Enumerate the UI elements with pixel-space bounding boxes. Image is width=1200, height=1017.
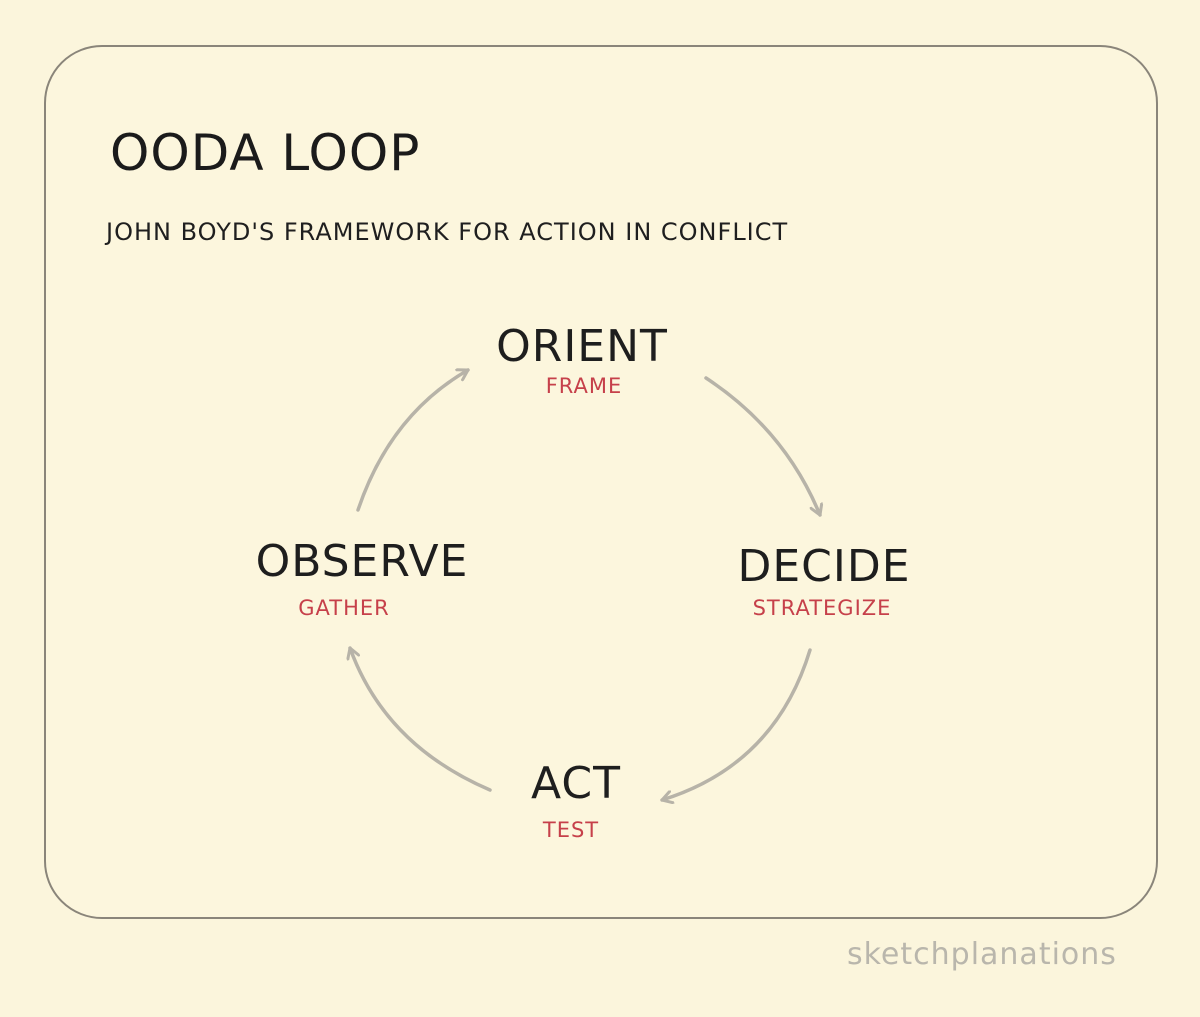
diagram-subtitle: JOHN BOYD'S FRAMEWORK FOR ACTION IN CONF…	[106, 218, 789, 246]
diagram-card	[44, 45, 1158, 919]
arrow-observe-to-orient	[356, 368, 470, 512]
stage-decide-sublabel: STRATEGIZE	[752, 596, 892, 620]
diagram-title: OODA LOOP	[110, 124, 421, 182]
stage-act-label: ACT	[531, 758, 621, 809]
stage-orient-label: ORIENT	[496, 321, 668, 372]
stage-orient-sublabel: FRAME	[545, 374, 623, 398]
stage-observe-sublabel: GATHER	[298, 596, 390, 620]
arrow-orient-to-decide	[704, 376, 820, 517]
stage-observe-label: OBSERVE	[255, 536, 469, 587]
arrow-decide-to-act	[660, 648, 812, 800]
stage-act-sublabel: TEST	[542, 818, 600, 842]
arrow-act-to-observe	[350, 646, 492, 792]
stage-decide-label: DECIDE	[737, 541, 911, 592]
sketchplanations-signature: sketchplanations	[847, 937, 1117, 972]
